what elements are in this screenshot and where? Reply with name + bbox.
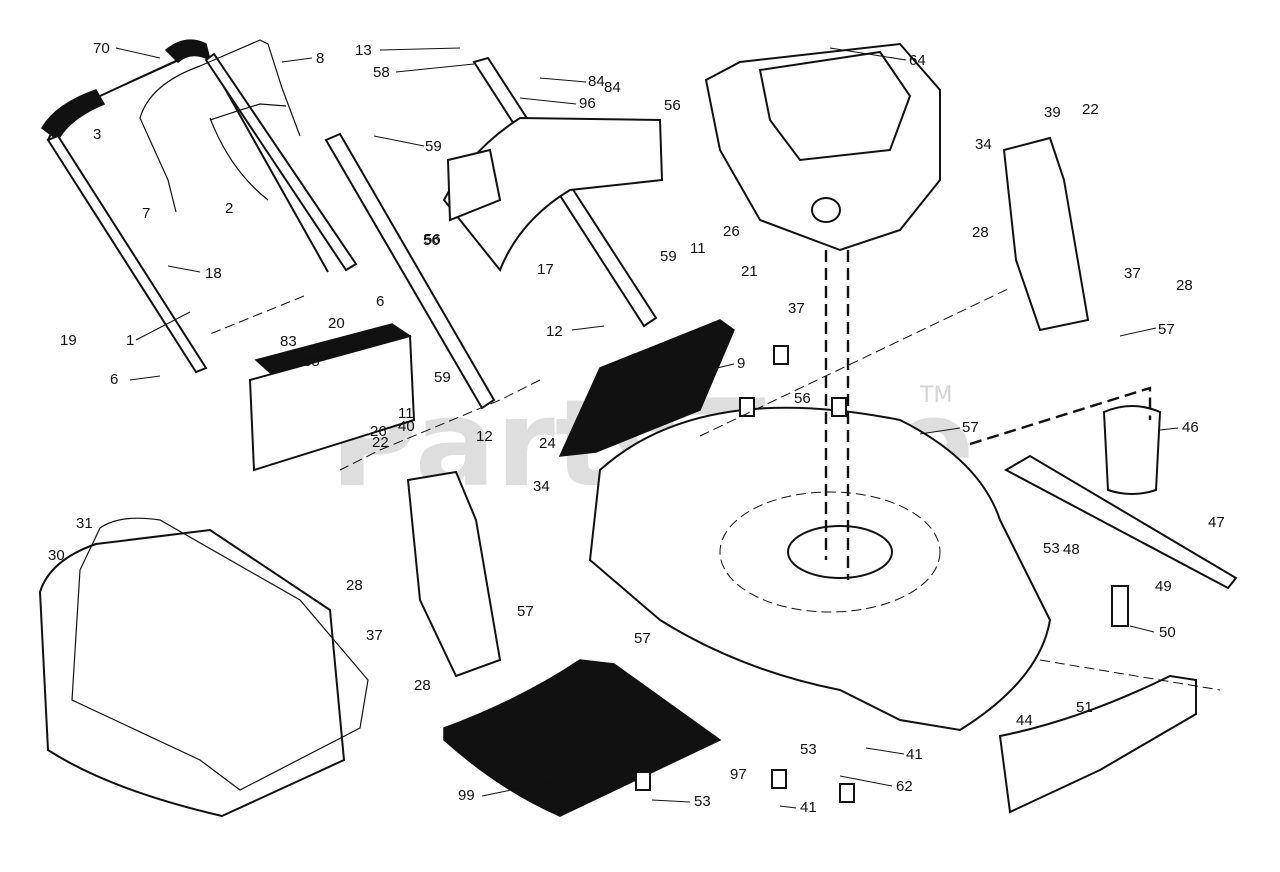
bolt-56-part: [831, 397, 847, 417]
callout-53b: 53: [800, 741, 817, 758]
callout-7: 7: [142, 205, 150, 222]
callout-labels: 70 8 13 58 84 96 84 64 3 56 59 56 39 22 …: [48, 40, 1225, 816]
callout-28a: 28: [972, 224, 989, 241]
mulch-plug-part: [443, 659, 722, 817]
callout-34a: 34: [975, 136, 992, 153]
callout-28d: 28: [414, 677, 431, 694]
callout-85: 85: [303, 353, 320, 370]
callout-57b: 57: [962, 419, 979, 436]
callout-20: 20: [328, 315, 345, 332]
callout-37c: 37: [366, 627, 383, 644]
callout-62: 62: [896, 778, 913, 795]
callout-59a: 59: [425, 138, 442, 155]
control-bail-part: [139, 39, 301, 213]
callout-26a: 26: [723, 223, 740, 240]
callout-51: 51: [1076, 699, 1093, 716]
callout-22b: 22: [372, 434, 389, 451]
callout-13: 13: [355, 42, 372, 59]
callout-50: 50: [1159, 624, 1176, 641]
leader-lines: [115, 47, 1179, 809]
callout-84a: 84: [588, 73, 605, 90]
callout-12b: 12: [476, 428, 493, 445]
blade-bolt-part: [1111, 585, 1129, 627]
callout-34b: 34: [533, 478, 550, 495]
callout-6b: 6: [110, 371, 118, 388]
callout-64: 64: [909, 52, 926, 69]
callout-41b: 41: [800, 799, 817, 816]
watermark-tm: TM: [919, 383, 952, 408]
callout-56b: 56: [423, 232, 440, 249]
callout-49: 49: [1155, 578, 1172, 595]
callout-17: 17: [537, 261, 554, 278]
callout-12a: 12: [546, 323, 563, 340]
callout-3: 3: [93, 126, 101, 143]
callout-59b: 59: [660, 248, 677, 265]
callout-83: 83: [280, 333, 297, 350]
lower-handle-left-part: [324, 132, 496, 410]
blade-part: [1003, 454, 1238, 590]
callout-53a: 53: [1043, 540, 1060, 557]
rear-guard-part: [998, 674, 1197, 814]
callout-21: 21: [741, 263, 758, 280]
callout-57a: 57: [1158, 321, 1175, 338]
callout-28c: 28: [346, 577, 363, 594]
callout-37a: 37: [1124, 265, 1141, 282]
callout-22a: 22: [1082, 101, 1099, 118]
callout-24: 24: [539, 435, 556, 452]
callout-47: 47: [1208, 514, 1225, 531]
callout-8: 8: [316, 50, 324, 67]
callout-97: 97: [730, 766, 747, 783]
engine-part: [704, 42, 941, 252]
callout-31: 31: [76, 515, 93, 532]
callout-56a: 56: [664, 97, 681, 114]
wheel-bracket-left-part: [406, 470, 502, 678]
callout-41a: 41: [906, 746, 923, 763]
callout-28b: 28: [1176, 277, 1193, 294]
callout-53c: 53: [694, 793, 711, 810]
callout-2: 2: [225, 200, 233, 217]
callout-57d: 57: [634, 630, 651, 647]
callout-18: 18: [205, 265, 222, 282]
callout-9: 9: [737, 355, 745, 372]
callout-26b: 26: [370, 423, 387, 440]
callout-58: 58: [373, 64, 390, 81]
callout-11a: 11: [690, 240, 706, 257]
callout-56c: 56: [424, 231, 441, 248]
callout-56d: 56: [794, 390, 811, 407]
callout-84b: 84: [604, 79, 621, 96]
callout-99: 99: [458, 787, 475, 804]
callout-37b: 37: [788, 300, 805, 317]
callout-46: 46: [1182, 419, 1199, 436]
callout-96: 96: [579, 95, 596, 112]
callout-11b: 11: [398, 405, 414, 422]
callout-1: 1: [126, 332, 134, 349]
callout-70: 70: [93, 40, 110, 57]
wheel-bracket-right-part: [1002, 136, 1090, 332]
grass-bag-frame-part: [71, 517, 369, 791]
upper-handle-part: [41, 39, 358, 374]
callout-6a: 6: [376, 293, 384, 310]
grass-bag-part: [38, 528, 346, 818]
callout-44: 44: [1016, 712, 1033, 729]
callout-40: 40: [398, 418, 415, 435]
callout-30: 30: [48, 547, 65, 564]
rear-skirt-part: [558, 319, 735, 457]
callout-19: 19: [60, 332, 77, 349]
callout-48: 48: [1063, 541, 1080, 558]
blade-adapter-part: [1102, 405, 1162, 495]
callout-59c: 59: [434, 369, 451, 386]
callout-39: 39: [1044, 104, 1061, 121]
callout-57c: 57: [517, 603, 534, 620]
